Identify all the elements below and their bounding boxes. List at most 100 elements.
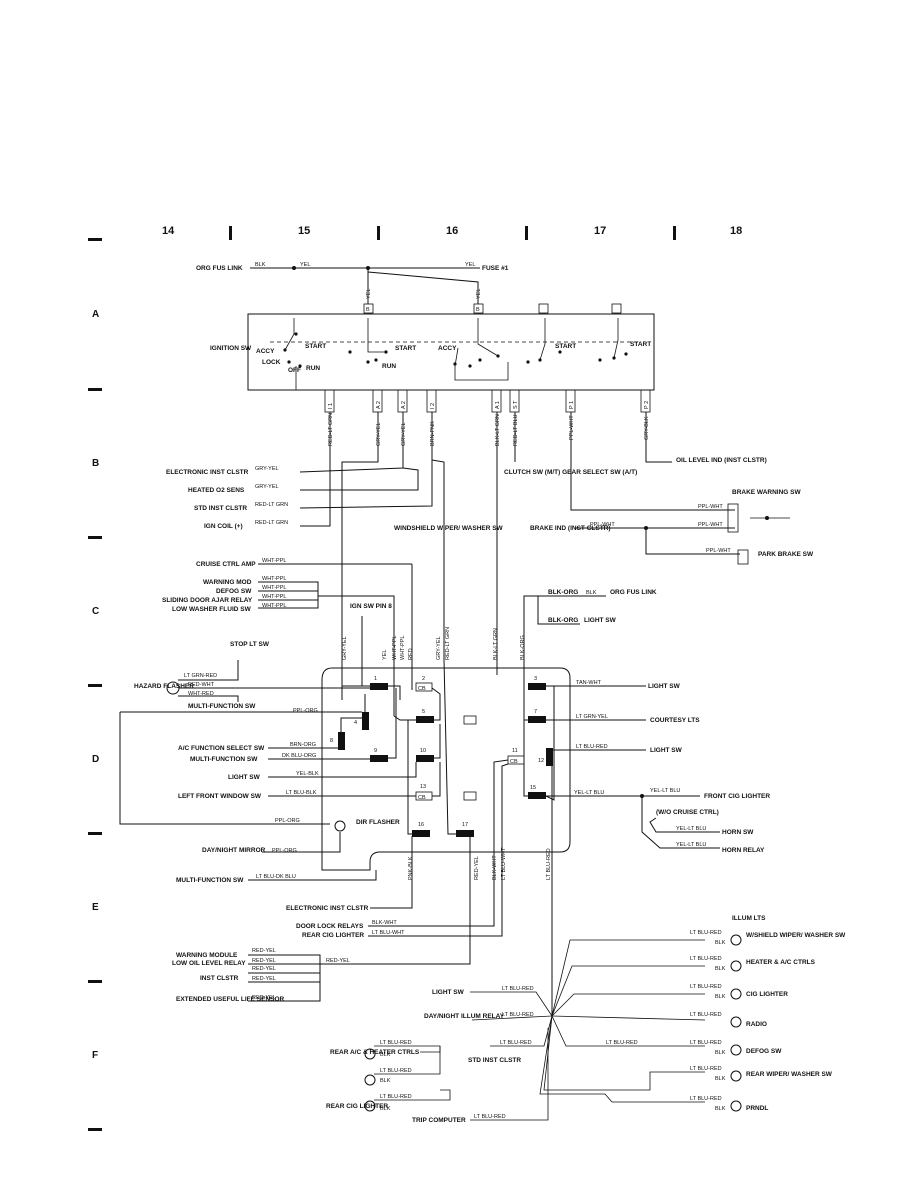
terminal-a2: A 2	[401, 401, 407, 409]
wire-lt-blu-wht: LT BLU-WHT	[501, 847, 507, 880]
cavity-num: 17	[462, 822, 468, 828]
illum-load-cig: LT BLU-RED BLK CIG LIGHTER	[690, 984, 788, 1000]
wire-blk-lt-grn: BLK-LT GRN	[493, 628, 499, 660]
wire-lt-blu-red: LT BLU-RED	[502, 986, 534, 992]
heater-ac-ctrls-label: HEATER & A/C CTRLS	[746, 959, 816, 966]
fuse-cavity-2: CB2	[415, 676, 433, 692]
wire-red-yel: RED-YEL	[252, 976, 276, 982]
column-divider	[673, 226, 676, 240]
cavity-num: 11	[512, 748, 518, 754]
cavity-num: 1	[374, 676, 377, 682]
wire-lt-blu-red: LT BLU-RED	[380, 1094, 412, 1100]
multi-function-sw-label: MULTI-FUNCTION SW	[188, 703, 256, 710]
wire-yel: YEL	[476, 289, 482, 299]
cb-label: CB	[418, 795, 426, 801]
windshield-wiper-label: WINDSHIELD WIPER/ WASHER SW	[394, 525, 504, 532]
terminal-a2: A 2	[376, 401, 382, 409]
wire-lt-blu-wht: LT BLU-WHT	[372, 930, 405, 936]
wire-lt-blu-red: LT BLU-RED	[576, 744, 608, 750]
rear-cig-lighter-label: REAR CIG LIGHTER	[326, 1103, 388, 1110]
wire-ppl-org: PPL-ORG	[293, 708, 318, 714]
wire-blk: BLK	[715, 994, 726, 1000]
wire-yel: YEL	[465, 262, 475, 268]
defog-sw-label: DEFOG SW	[746, 1048, 782, 1055]
wire-dk-blu-org: DK BLU-ORG	[282, 753, 316, 759]
wire-red-yel: RED-YEL	[252, 995, 276, 1001]
row-E: E	[92, 902, 99, 913]
rear-cig-lighter: REAR CIG LIGHTER LT BLU-RED BLK TRIP COM…	[326, 1089, 506, 1124]
warning-mod-label: WARNING MOD	[203, 579, 252, 586]
sliding-door-ajar-relay-label: SLIDING DOOR AJAR RELAY	[162, 597, 253, 604]
ignition-outputs: I 1 A 2 A 2 I 2 A 1 S T P 1 P 2 RED-LT G…	[299, 389, 735, 700]
wire-lt-blu-blk: LT BLU-BLK	[286, 790, 317, 796]
wire-wht-ppl: WHT-PPL	[262, 558, 286, 564]
fuse-cavity-17: 17	[456, 822, 474, 837]
column-18: 18	[730, 225, 742, 237]
ign-coil-label: IGN COIL (+)	[204, 523, 243, 530]
cavity-num: 4	[354, 720, 357, 726]
lamp-icon	[364, 1074, 376, 1086]
hazard-flasher: STOP LT SW HAZARD FLASHER LT GRN-RED RED…	[134, 641, 370, 710]
wire-blk-wht: BLK-WHT	[492, 855, 498, 880]
terminal-a1: A 1	[495, 401, 501, 409]
terminal-b: B	[366, 307, 370, 313]
wshield-wiper-washer-sw-label: W/SHIELD WIPER/ WASHER SW	[746, 932, 846, 939]
oil-level-ind-label: OIL LEVEL IND (INST CLSTR)	[676, 457, 767, 464]
wire-tan-wht: TAN-WHT	[576, 680, 602, 686]
wire-yel-lt-blu: YEL-LT BLU	[650, 788, 680, 794]
wire-red-lt-grn: RED-LT GRN	[255, 502, 288, 508]
column-14: 14	[162, 225, 175, 237]
fuse-cavity-15: 15	[528, 785, 546, 799]
light-sw-label: LIGHT SW	[650, 747, 683, 754]
stop-lt-sw-label: STOP LT SW	[230, 641, 270, 648]
wire-pnk-blk: PNK-BLK	[408, 856, 414, 880]
wire-red-yel: RED-YEL	[326, 958, 350, 964]
wire-gry-yel: GRY-YEL	[342, 636, 348, 660]
wire-ppl-wht: PPL-WHT	[569, 415, 575, 440]
wire-lt-blu-dk-blu: LT BLU-DK BLU	[256, 874, 296, 880]
lamp-icon	[730, 1044, 742, 1056]
multi-function-sw-label: MULTI-FUNCTION SW	[176, 877, 244, 884]
wire-gry-yel: GRY-YEL	[401, 422, 407, 446]
illum-load-radio: LT BLU-RED RADIO	[690, 1012, 767, 1028]
illum-load-heater: LT BLU-RED BLK HEATER & A/C CTRLS	[690, 956, 816, 972]
wire-wht-ppl: WHT-PPL	[262, 585, 286, 591]
multi-function-sw-label: MULTI-FUNCTION SW	[190, 756, 258, 763]
left-front-window-sw-label: LEFT FRONT WINDOW SW	[178, 793, 262, 800]
lamp-icon	[730, 988, 742, 1000]
ignition-switch: B B IGNITION SW ACCY LOCK OFF RUN START …	[210, 303, 655, 391]
right-mid-labels: TAN-WHT LIGHT SW LT GRN-YEL COURTESY LTS…	[546, 680, 770, 854]
column-15: 15	[298, 225, 310, 237]
wire-yel-blk: YEL-BLK	[296, 771, 319, 777]
extended-useful-life-sensor-label: EXTENDED USEFUL LIFE SENSOR	[176, 996, 285, 1003]
cavity-num: 3	[534, 676, 537, 682]
cb-label: CB	[418, 686, 426, 692]
wire-ppl-org: PPL-ORG	[272, 848, 297, 854]
row-B: B	[92, 458, 99, 469]
wire-yel-lt-blu: YEL-LT BLU	[676, 826, 706, 832]
lamp-icon	[730, 1070, 742, 1082]
wire-gry-blk: GRY-BLK	[644, 416, 650, 440]
wire-ppl-org: PPL-ORG	[275, 818, 300, 824]
wire-yel: YEL	[300, 262, 310, 268]
column-header: 14 15 16 17 18	[162, 225, 742, 240]
lamp-icon	[730, 934, 742, 946]
left-feed-labels: ELECTRONIC INST CLSTR GRY-YEL HEATED O2 …	[162, 466, 413, 716]
wire-red-lt-grn: RED-LT GRN	[255, 520, 288, 526]
illum-load-rear-wiper: LT BLU-RED BLK REAR WIPER/ WASHER SW	[690, 1066, 833, 1082]
cavity-num: 12	[538, 758, 544, 764]
wire-lt-blu-red: LT BLU-RED	[690, 930, 722, 936]
wire-gry-yel: GRY-YEL	[436, 636, 442, 660]
low-oil-level-relay-label: LOW OIL LEVEL RELAY	[172, 960, 246, 967]
start-label: START	[305, 343, 326, 350]
cavity-num: 7	[534, 709, 537, 715]
inst-clstr-label: INST CLSTR	[200, 975, 239, 982]
wire-wht-ppl: WHT-PPL	[262, 576, 286, 582]
start-label: START	[555, 343, 576, 350]
brake-ind-label: BRAKE IND (INST CLSTR)	[530, 525, 611, 532]
electronic-inst-clstr-label: ELECTRONIC INST CLSTR	[166, 469, 249, 476]
wire-blk-org: BLK-ORG	[548, 589, 578, 596]
